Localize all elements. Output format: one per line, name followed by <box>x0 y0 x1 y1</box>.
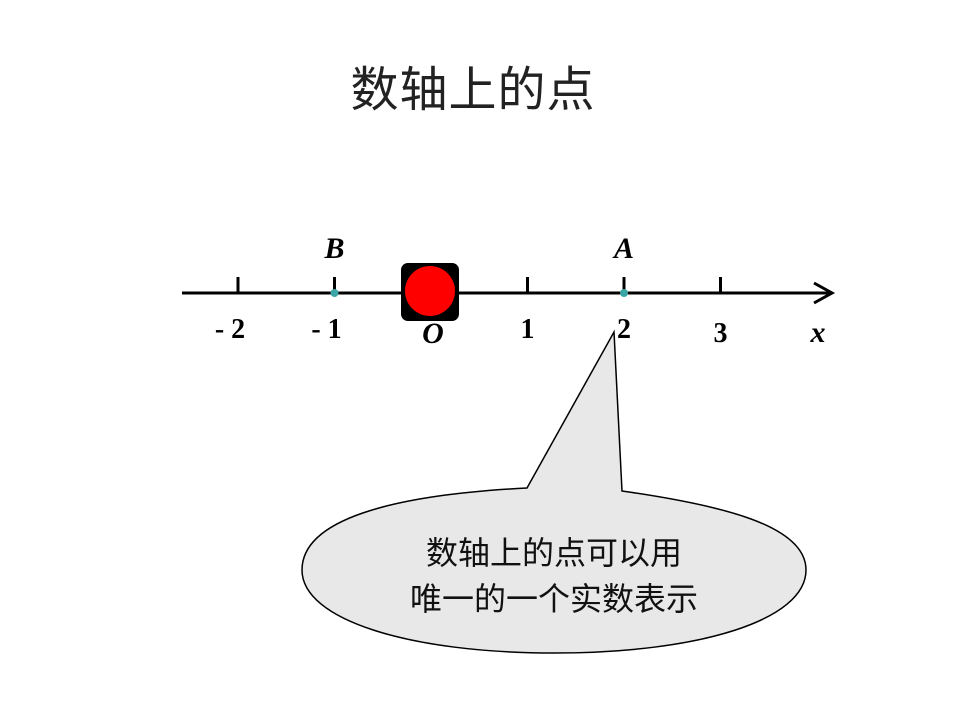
tick-marks <box>236 277 722 293</box>
callout-bubble <box>301 329 807 654</box>
tick-label: - 2 <box>215 314 245 345</box>
x-axis-label: x <box>810 316 826 349</box>
tick-label: 3 <box>714 318 728 349</box>
callout-text-line2: 唯一的一个实数表示 <box>410 580 698 618</box>
origin-label: O <box>422 317 444 350</box>
point-b-label: B <box>323 232 344 265</box>
point-a-dot <box>620 289 628 297</box>
tick-labels: - 2 - 1 1 2 3 <box>215 314 728 349</box>
point-b-dot <box>330 289 339 297</box>
page-title: 数轴上的点 <box>350 62 596 118</box>
tick-label: 1 <box>521 314 535 345</box>
tick-label: - 1 <box>311 314 341 345</box>
point-a-label: A <box>612 232 634 265</box>
origin-marker-dot <box>405 266 455 316</box>
tick-label: 2 <box>617 314 631 345</box>
x-axis-arrow-icon <box>813 281 836 305</box>
callout-text-line1: 数轴上的点可以用 <box>426 534 682 572</box>
